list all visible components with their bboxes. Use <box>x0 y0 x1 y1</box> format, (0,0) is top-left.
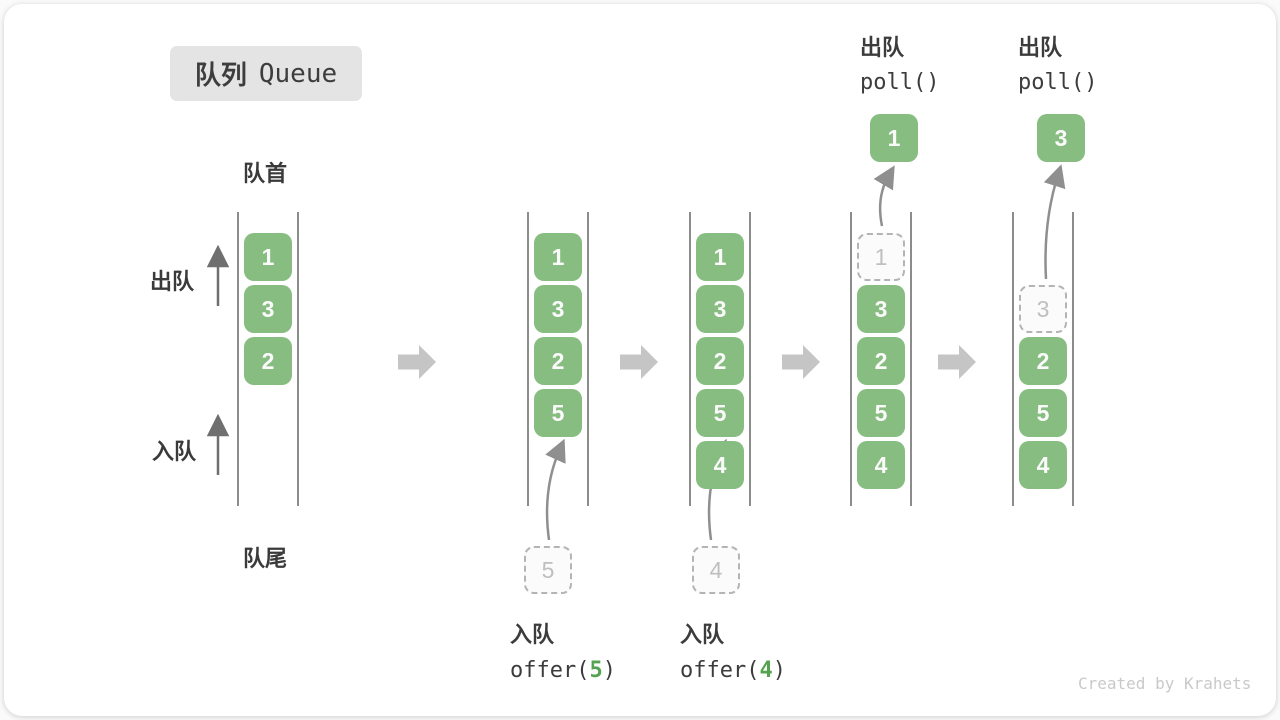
code-close: ) <box>602 658 616 683</box>
queue-wall <box>749 212 751 506</box>
queue-item: 5 <box>534 389 582 437</box>
pending-item: 5 <box>524 546 572 594</box>
code-arg: 5 <box>589 658 603 683</box>
queue-item-ghost: 1 <box>857 233 905 281</box>
queue-wall <box>1072 212 1074 506</box>
pending-item: 4 <box>692 546 740 594</box>
queue-item: 4 <box>1019 441 1067 489</box>
dequeued-item: 3 <box>1037 114 1085 162</box>
queue-wall <box>689 212 691 506</box>
queue-wall <box>527 212 529 506</box>
queue-item: 1 <box>696 233 744 281</box>
enqueue-op-code: offer(4) <box>680 658 786 683</box>
queue-item: 3 <box>696 285 744 333</box>
dequeue-op-code: poll() <box>860 70 940 95</box>
title-box: 队列 Queue <box>170 46 362 101</box>
queue-item: 2 <box>696 337 744 385</box>
watermark: Created by Krahets <box>1078 674 1252 693</box>
queue-item: 3 <box>857 285 905 333</box>
title-zh: 队列 <box>194 60 247 90</box>
queue-item: 3 <box>244 285 292 333</box>
queue-wall <box>297 212 299 506</box>
queue-wall <box>237 212 239 506</box>
queue-wall <box>850 212 852 506</box>
queue-item: 2 <box>857 337 905 385</box>
queue-item: 1 <box>244 233 292 281</box>
dequeue-operation-label: 出队 poll() <box>860 30 939 95</box>
code-arg: 4 <box>759 658 773 683</box>
queue-item: 5 <box>696 389 744 437</box>
enqueue-operation-label: 入队 offer(4) <box>680 617 786 683</box>
queue-item: 1 <box>534 233 582 281</box>
enqueue-side-label: 入队 <box>152 439 197 464</box>
dequeue-op-zh: 出队 <box>860 35 905 60</box>
dequeued-item: 1 <box>870 114 918 162</box>
enqueue-op-zh: 入队 <box>680 622 725 647</box>
diagram-card <box>4 4 1276 716</box>
queue-item-ghost: 3 <box>1019 285 1067 333</box>
queue-item: 3 <box>534 285 582 333</box>
rear-label: 队尾 <box>243 546 288 571</box>
code-fn: offer( <box>510 658 590 683</box>
front-label: 队首 <box>243 161 288 186</box>
code-fn: offer( <box>680 658 760 683</box>
queue-item: 5 <box>1019 389 1067 437</box>
queue-wall <box>1012 212 1014 506</box>
queue-wall <box>910 212 912 506</box>
title-en: Queue <box>258 58 338 89</box>
queue-item: 4 <box>857 441 905 489</box>
queue-item: 2 <box>534 337 582 385</box>
dequeue-side-label: 出队 <box>150 269 195 294</box>
queue-item: 2 <box>244 337 292 385</box>
queue-wall <box>587 212 589 506</box>
dequeue-operation-label: 出队 poll() <box>1018 30 1097 95</box>
dequeue-op-zh: 出队 <box>1018 35 1063 60</box>
enqueue-op-zh: 入队 <box>510 622 555 647</box>
queue-item: 5 <box>857 389 905 437</box>
enqueue-op-code: offer(5) <box>510 658 616 683</box>
enqueue-operation-label: 入队 offer(5) <box>510 617 616 683</box>
code-close: ) <box>772 658 786 683</box>
queue-item: 4 <box>696 441 744 489</box>
dequeue-op-code: poll() <box>1018 70 1098 95</box>
queue-item: 2 <box>1019 337 1067 385</box>
